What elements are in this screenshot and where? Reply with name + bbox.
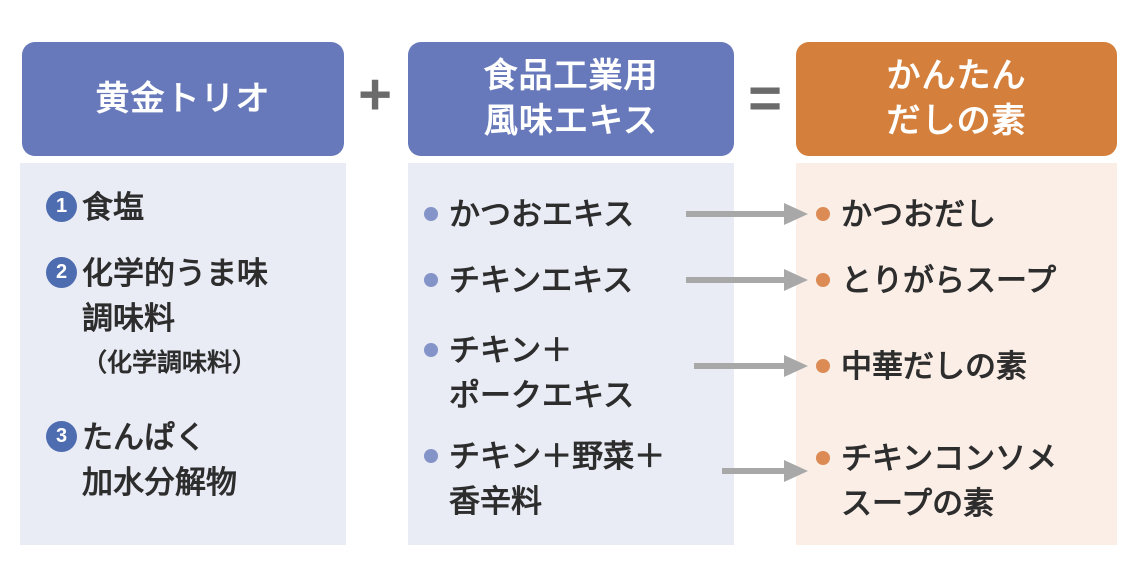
column-header-golden-trio: 黄金トリオ <box>22 42 344 156</box>
item-label: 調味料 <box>82 301 175 336</box>
bullet-icon <box>424 449 438 463</box>
list-item: 2 化学的うま味 調味料 （化学調味料） <box>46 251 268 385</box>
column-body-flavor-extracts: かつおエキス チキンエキス チキン＋ ポークエキス チキン＋野菜＋ 香辛料 <box>408 163 734 545</box>
item-label: 香辛料 <box>449 484 542 519</box>
list-item: 1 食塩 <box>46 185 144 230</box>
plus-operator: + <box>358 62 392 127</box>
item-label: たんぱく <box>82 420 206 455</box>
item-note: （化学調味料） <box>82 349 258 377</box>
bullet-icon <box>816 273 830 287</box>
list-item: チキン＋野菜＋ 香辛料 <box>424 434 665 524</box>
item-label: とりがらスープ <box>841 263 1057 298</box>
column-header-label: 食品工業用 <box>483 57 659 95</box>
number-badge-2: 2 <box>46 257 77 288</box>
bullet-icon <box>816 207 830 221</box>
list-item: 中華だしの素 <box>816 344 1027 389</box>
column-header-label: 黄金トリオ <box>95 79 271 118</box>
list-item: かつおだし <box>816 192 996 237</box>
item-label: チキン＋野菜＋ <box>449 439 666 474</box>
item-label: チキン＋ <box>449 333 573 368</box>
item-label: チキンエキス <box>449 263 634 298</box>
item-label: 中華だしの素 <box>841 349 1027 384</box>
column-header-flavor-extracts: 食品工業用 風味エキス <box>408 42 734 156</box>
item-label: 食塩 <box>82 190 144 225</box>
column-body-golden-trio: 1 食塩 2 化学的うま味 調味料 （化学調味料） 3 たんぱく 加水分解物 <box>20 163 346 545</box>
list-item: チキンエキス <box>424 258 633 303</box>
item-label: 化学的うま味 <box>82 256 268 291</box>
item-label: ポークエキス <box>449 378 635 413</box>
bullet-icon <box>424 207 438 221</box>
bullet-icon <box>816 359 830 373</box>
item-label: かつおエキス <box>449 197 635 232</box>
number-badge-3: 3 <box>46 421 77 452</box>
equals-operator: = <box>748 66 782 131</box>
bullet-icon <box>424 343 438 357</box>
column-header-easy-dashi: かんたん だしの素 <box>796 42 1117 156</box>
list-item: チキンコンソメ スープの素 <box>816 436 1057 526</box>
list-item: とりがらスープ <box>816 258 1056 303</box>
item-label: かつおだし <box>841 197 996 232</box>
item-label: チキンコンソメ <box>841 441 1058 476</box>
item-label: 加水分解物 <box>82 465 237 500</box>
column-header-label: だしの素 <box>886 102 1027 140</box>
bullet-icon <box>816 451 830 465</box>
list-item: かつおエキス <box>424 192 634 237</box>
item-label: スープの素 <box>841 486 995 521</box>
column-header-label: 風味エキス <box>484 102 658 140</box>
column-body-easy-dashi: かつおだし とりがらスープ 中華だしの素 チキンコンソメ スープの素 <box>796 163 1117 545</box>
number-badge-1: 1 <box>46 191 77 222</box>
list-item: 3 たんぱく 加水分解物 <box>46 415 237 505</box>
column-header-label: かんたん <box>886 57 1027 95</box>
list-item: チキン＋ ポークエキス <box>424 328 634 418</box>
bullet-icon <box>424 273 438 287</box>
